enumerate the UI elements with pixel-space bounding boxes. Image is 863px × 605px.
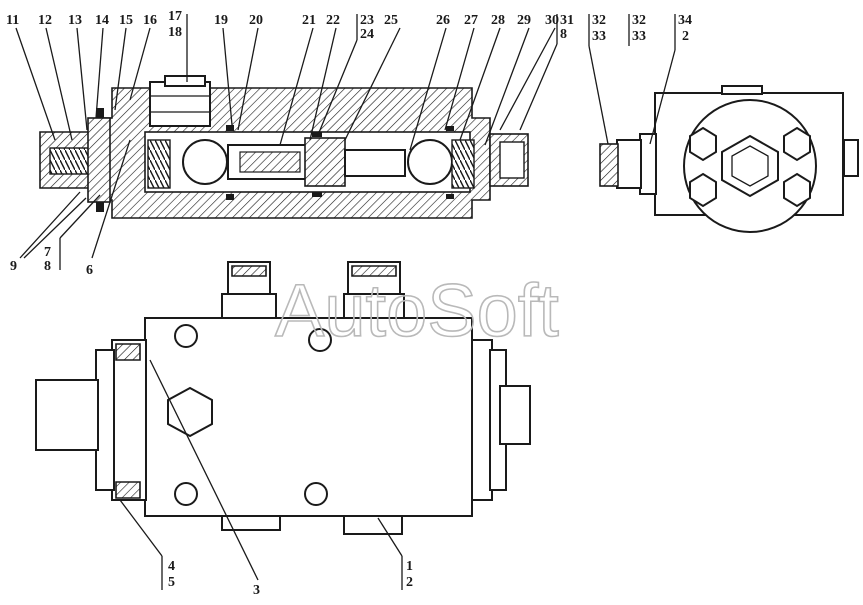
- callout-25: 25: [384, 13, 398, 28]
- callout-26: 26: [436, 13, 450, 28]
- callout-2-bottom: 2: [406, 575, 413, 590]
- callout-8-left: 8: [44, 259, 51, 274]
- callout-34: 34: [678, 13, 692, 28]
- callout-15: 15: [119, 13, 133, 28]
- callout-2-top: 2: [682, 29, 689, 44]
- callout-12: 12: [38, 13, 52, 28]
- callout-22: 22: [326, 13, 340, 28]
- plan-view: [35, 261, 531, 535]
- callout-3: 3: [253, 583, 260, 598]
- callout-27: 27: [464, 13, 478, 28]
- callout-30: 30: [545, 13, 559, 28]
- callout-29: 29: [517, 13, 531, 28]
- callout-5: 5: [168, 575, 175, 590]
- callout-31: 31: [560, 13, 574, 28]
- callout-4: 4: [168, 559, 175, 574]
- section-view: [39, 75, 529, 219]
- callout-7: 7: [44, 245, 51, 260]
- watermark: AutoSoft: [275, 269, 559, 352]
- callout-24: 24: [360, 27, 374, 42]
- callout-labels: 11 12 13 14 15 16 17 18 19 20 21 22 23 2…: [6, 9, 692, 598]
- callout-6: 6: [86, 263, 93, 278]
- callout-33-a: 33: [592, 29, 606, 44]
- callout-18: 18: [168, 25, 182, 40]
- callout-11: 11: [6, 13, 19, 28]
- leader-lines: [15, 14, 676, 590]
- callout-1: 1: [406, 559, 413, 574]
- end-view: [599, 85, 859, 233]
- callout-17: 17: [168, 9, 182, 24]
- callout-9: 9: [10, 259, 17, 274]
- callout-14: 14: [95, 13, 109, 28]
- callout-32-b: 32: [632, 13, 646, 28]
- callout-16: 16: [143, 13, 157, 28]
- callout-8-top: 8: [560, 27, 567, 42]
- callout-32-a: 32: [592, 13, 606, 28]
- callout-20: 20: [249, 13, 263, 28]
- callout-28: 28: [491, 13, 505, 28]
- callout-33-b: 33: [632, 29, 646, 44]
- callout-19: 19: [214, 13, 228, 28]
- callout-13: 13: [68, 13, 82, 28]
- callout-23: 23: [360, 13, 374, 28]
- callout-21: 21: [302, 13, 316, 28]
